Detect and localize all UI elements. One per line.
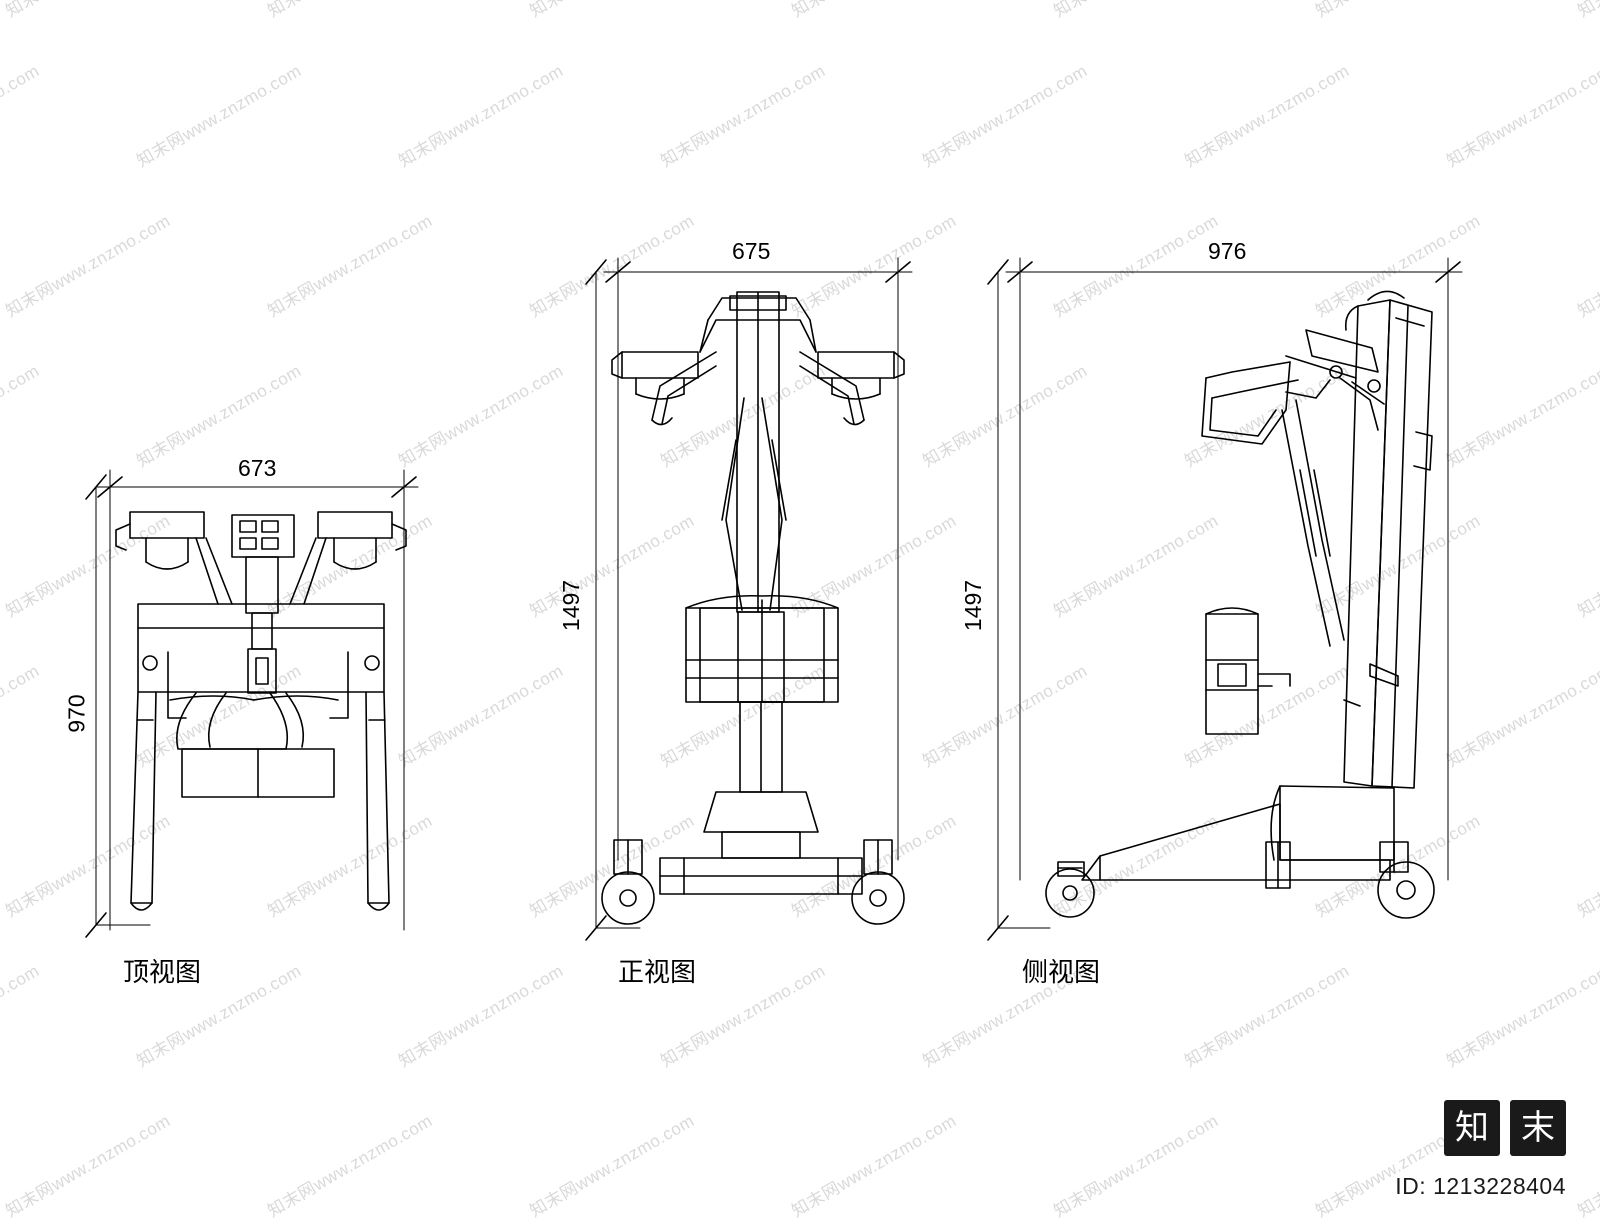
view-label-front: 正视图	[618, 958, 697, 988]
dim-top-width: 673	[238, 455, 277, 481]
view-label-top: 顶视图	[123, 958, 202, 988]
dim-side-length: 976	[1208, 238, 1247, 264]
view-front-geometry	[585, 257, 913, 941]
view-side-geometry	[987, 257, 1463, 941]
brand-char-1: 知	[1444, 1100, 1500, 1156]
dim-top-depth: 970	[63, 694, 90, 733]
view-label-side: 侧视图	[1022, 958, 1101, 988]
dim-front-height: 1497	[558, 579, 585, 632]
brand-logo: 知 末	[1444, 1100, 1566, 1156]
dim-front-width: 675	[732, 238, 771, 264]
drawing-id: ID: 1213228404	[1395, 1173, 1566, 1199]
brand-char-2: 末	[1510, 1100, 1566, 1156]
view-top-geometry	[85, 469, 419, 938]
dim-side-height: 1497	[960, 579, 987, 632]
